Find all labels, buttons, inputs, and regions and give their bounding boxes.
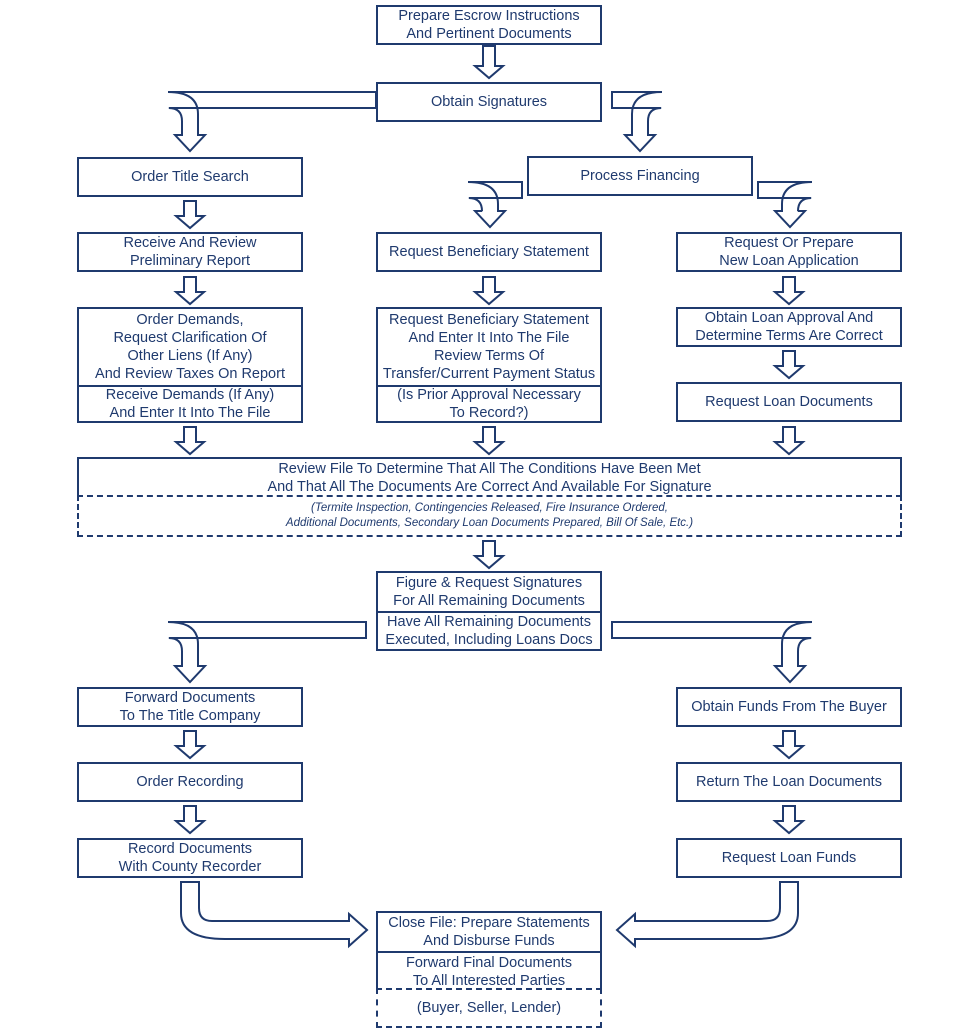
order-title-search-label: Order Title Search — [131, 169, 249, 185]
prepare-escrow-box: Prepare Escrow Instructions And Pertinen… — [376, 5, 602, 45]
prepare-escrow-label: Prepare Escrow Instructions And Pertinen… — [398, 8, 580, 42]
arrow-loan-app-to-approval — [772, 276, 806, 306]
order-recording-label: Order Recording — [136, 774, 244, 790]
arrow-signatures-to-title — [167, 91, 377, 153]
obtain-signatures-box: Obtain Signatures — [376, 82, 602, 122]
arrow-return-to-request-funds — [772, 805, 806, 835]
arrow-docs-to-review — [772, 426, 806, 456]
process-financing-label: Process Financing — [580, 168, 700, 184]
review-file-box: Review File To Determine That All The Co… — [77, 457, 902, 497]
request-new-loan-app-box: Request Or Prepare New Loan Application — [676, 232, 902, 272]
return-loan-docs-label: Return The Loan Documents — [696, 774, 882, 790]
arrow-prepare-to-signatures — [472, 45, 506, 80]
close-divider — [378, 951, 600, 953]
figure-request-box: Figure & Request Signatures For All Rema… — [376, 571, 602, 651]
arrow-title-to-prelim — [173, 200, 207, 230]
obtain-funds-label: Obtain Funds From The Buyer — [691, 699, 887, 715]
request-new-loan-app-label: Request Or Prepare New Loan Application — [719, 235, 859, 269]
obtain-signatures-label: Obtain Signatures — [430, 94, 548, 110]
request-loan-documents-box: Request Loan Documents — [676, 382, 902, 422]
obtain-loan-approval-label: Obtain Loan Approval And Determine Terms… — [695, 310, 883, 344]
request-beneficiary-enter-box: Request Beneficiary Statement And Enter … — [376, 307, 602, 423]
order-demands-box: Order Demands, Request Clarification Of … — [77, 307, 303, 423]
request-loan-funds-label: Request Loan Funds — [721, 850, 857, 866]
review-file-label: Review File To Determine That All The Co… — [267, 461, 712, 495]
beneficiary-divider — [378, 385, 600, 387]
obtain-funds-box: Obtain Funds From The Buyer — [676, 687, 902, 727]
process-financing-box: Process Financing — [527, 156, 753, 196]
request-loan-documents-label: Request Loan Documents — [705, 394, 873, 410]
arrow-beneficiary-to-enter — [472, 276, 506, 306]
receive-demands-label: Receive Demands (If Any) And Enter It In… — [105, 387, 275, 421]
return-loan-docs-box: Return The Loan Documents — [676, 762, 902, 802]
close-note-label: (Buyer, Seller, Lender) — [416, 1000, 562, 1016]
have-executed-label: Have All Remaining Documents Executed, I… — [385, 614, 593, 648]
request-loan-funds-box: Request Loan Funds — [676, 838, 902, 878]
receive-review-prelim-box: Receive And Review Preliminary Report — [77, 232, 303, 272]
request-beneficiary-enter-label: Request Beneficiary Statement And Enter … — [382, 312, 596, 382]
order-title-search-box: Order Title Search — [77, 157, 303, 197]
arrow-figure-to-forward-title — [167, 621, 367, 684]
record-documents-label: Record Documents With County Recorder — [118, 841, 262, 875]
order-recording-box: Order Recording — [77, 762, 303, 802]
receive-review-prelim-label: Receive And Review Preliminary Report — [123, 235, 257, 269]
order-demands-label: Order Demands, Request Clarification Of … — [95, 312, 285, 382]
arrow-financing-to-loan-app — [757, 181, 813, 229]
close-note-box: (Buyer, Seller, Lender) — [376, 988, 602, 1028]
obtain-loan-approval-box: Obtain Loan Approval And Determine Terms… — [676, 307, 902, 347]
arrow-request-funds-to-close — [615, 881, 799, 949]
arrow-record-to-close — [180, 881, 369, 949]
review-file-note-box: (Termite Inspection, Contingencies Relea… — [77, 495, 902, 537]
forward-title-label: Forward Documents To The Title Company — [119, 690, 261, 724]
request-beneficiary-label: Request Beneficiary Statement — [389, 244, 589, 260]
figure-divider — [378, 611, 600, 613]
arrow-figure-to-obtain-funds — [611, 621, 813, 684]
arrow-forward-to-order-recording — [173, 730, 207, 760]
order-demands-divider — [79, 385, 301, 387]
arrow-signatures-to-financing — [611, 91, 663, 153]
figure-request-label: Figure & Request Signatures For All Rema… — [393, 575, 585, 609]
arrow-order-recording-to-record — [173, 805, 207, 835]
record-documents-box: Record Documents With County Recorder — [77, 838, 303, 878]
arrow-review-to-figure — [472, 540, 506, 570]
arrow-demands-to-review — [173, 426, 207, 456]
close-file-box: Close File: Prepare Statements And Disbu… — [376, 911, 602, 990]
review-file-note: (Termite Inspection, Contingencies Relea… — [285, 502, 694, 529]
arrow-funds-to-return — [772, 730, 806, 760]
forward-title-box: Forward Documents To The Title Company — [77, 687, 303, 727]
arrow-financing-to-beneficiary — [467, 181, 523, 229]
forward-final-label: Forward Final Documents To All Intereste… — [406, 954, 572, 989]
arrow-enter-to-review — [472, 426, 506, 456]
close-file-label: Close File: Prepare Statements And Disbu… — [388, 915, 590, 949]
request-beneficiary-box: Request Beneficiary Statement — [376, 232, 602, 272]
prior-approval-label: (Is Prior Approval Necessary To Record?) — [397, 387, 581, 421]
arrow-approval-to-docs — [772, 350, 806, 380]
arrow-prelim-to-demands — [173, 276, 207, 306]
